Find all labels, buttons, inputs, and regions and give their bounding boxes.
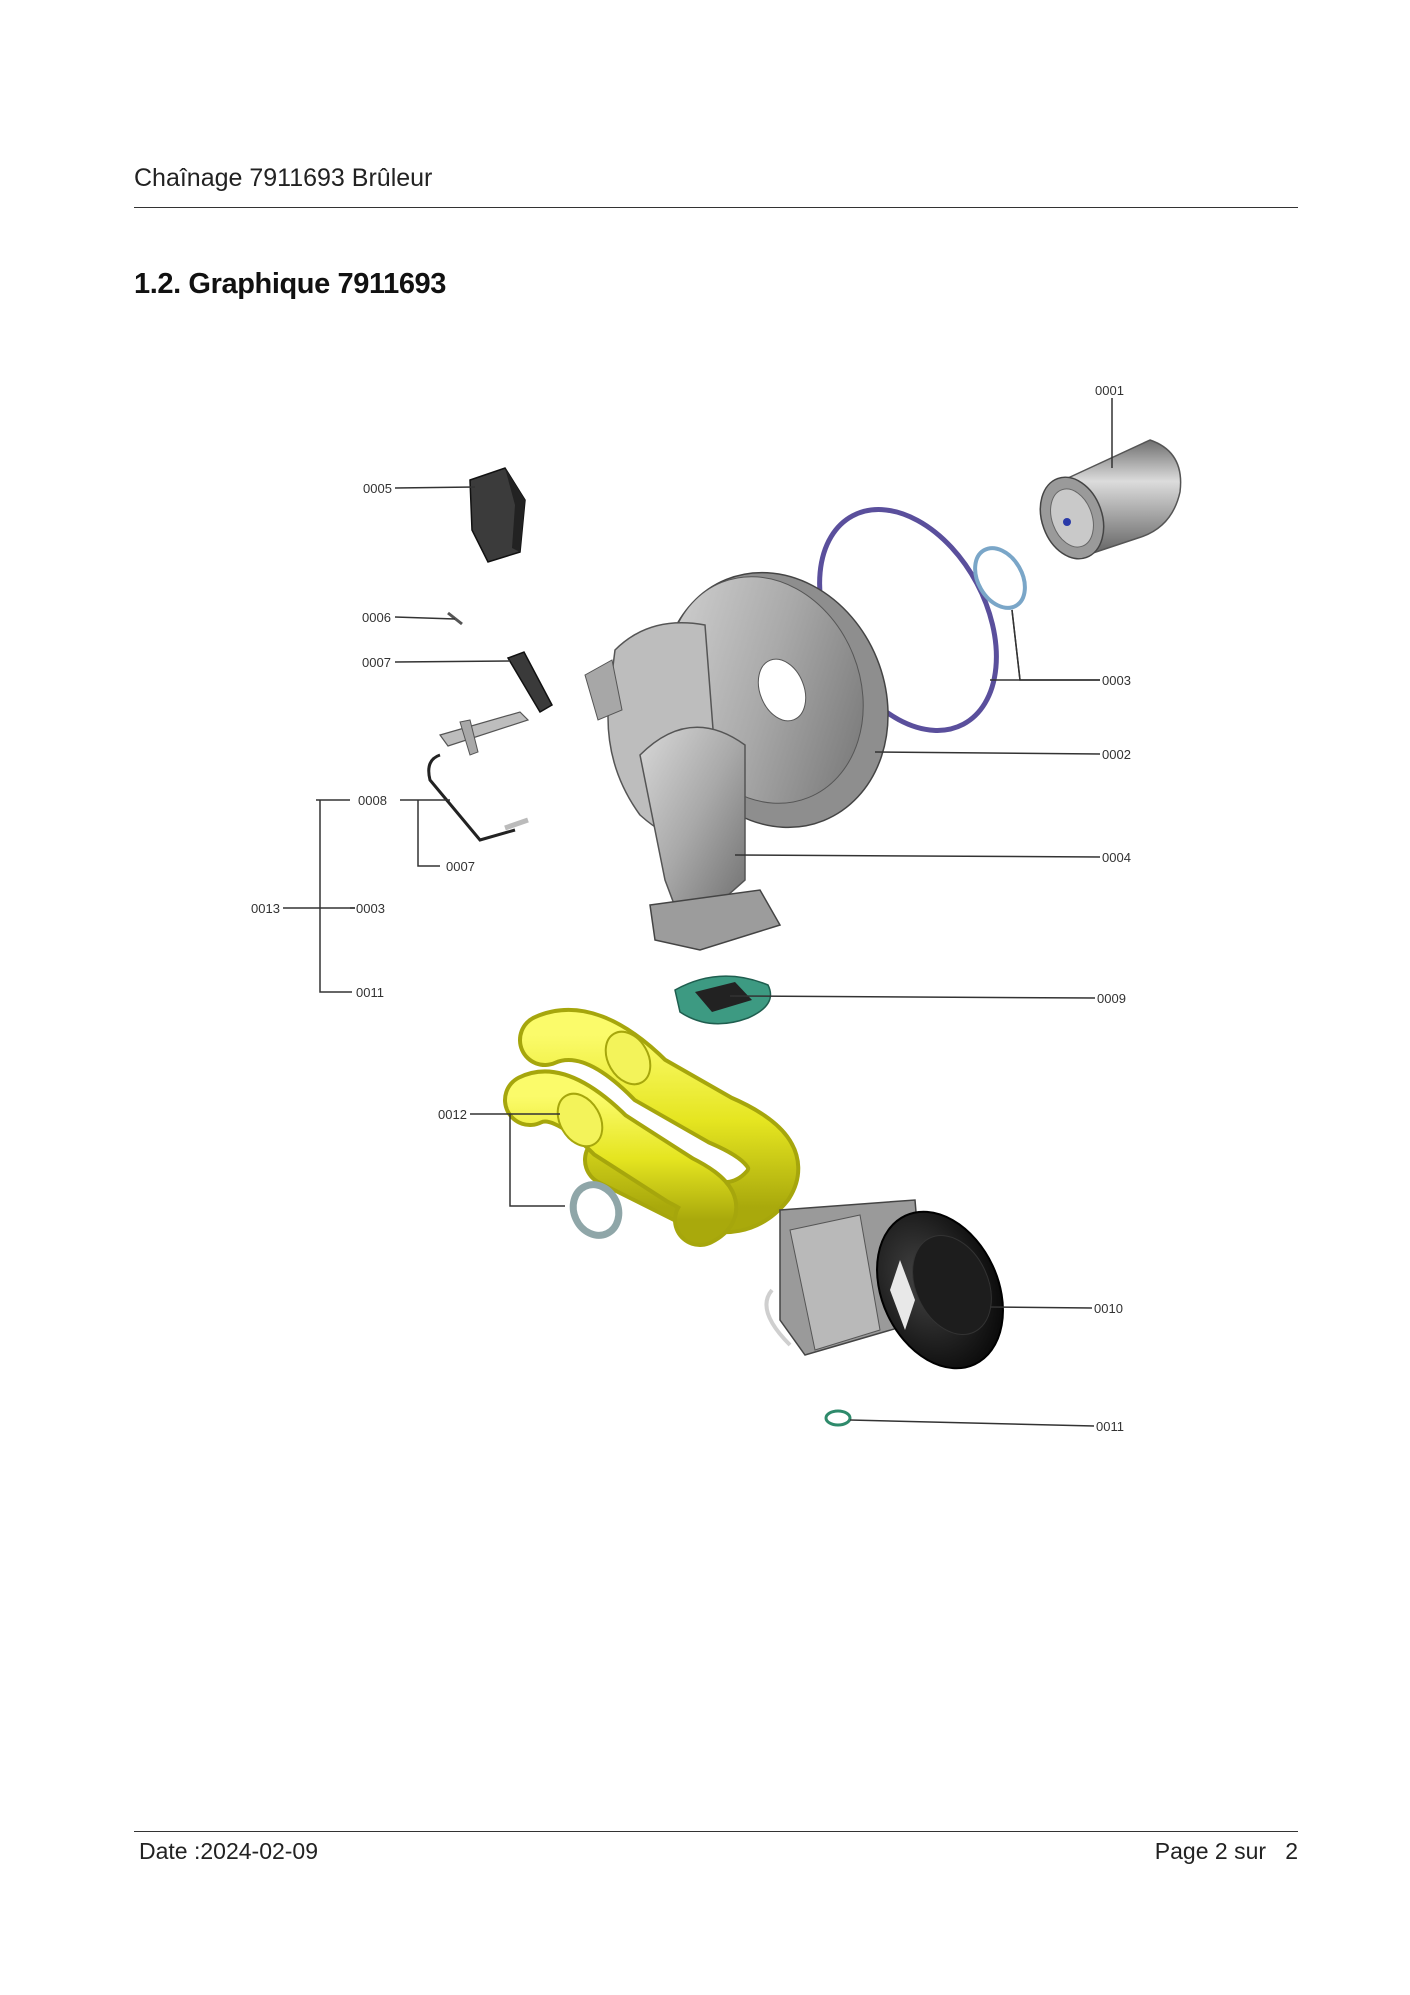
callout-0002: 0002 (1102, 747, 1131, 762)
callout-0006: 0006 (362, 610, 391, 625)
part-0002-0004-housing (584, 571, 889, 951)
callout-0003: 0003 (1102, 673, 1131, 688)
callout-0011: 0011 (1096, 1419, 1124, 1434)
callout-0012: 0012 (438, 1107, 467, 1122)
part-0009-seal (674, 975, 772, 1025)
footer-page-number: Page 2 sur 2 (1154, 1838, 1298, 1864)
footer-divider (134, 1831, 1298, 1832)
part-0010-fan-motor (764, 1199, 1004, 1370)
callout-0010: 0010 (1094, 1301, 1123, 1316)
section-title: 1.2. Graphique 7911693 (134, 268, 446, 300)
header-divider (134, 207, 1298, 208)
callout-0008: 0008 (358, 793, 387, 808)
footer-date: Date :2024-02-09 (139, 1838, 319, 1864)
callout-0003-group: 0003 (356, 901, 385, 916)
callout-0009: 0009 (1097, 991, 1126, 1006)
part-0005-transformer (469, 467, 526, 563)
callout-0011-group: 0011 (356, 985, 384, 1000)
part-0011-o-ring (824, 1409, 852, 1427)
part-0008-electrodes (427, 711, 530, 842)
page-header-title: Chaînage 7911693 Brûleur (134, 164, 433, 192)
part-0007-bracket (506, 651, 553, 714)
callout-0007-upper: 0007 (362, 655, 391, 670)
callout-0013: 0013 (251, 901, 280, 916)
callout-0004: 0004 (1102, 850, 1131, 865)
leader-lines (283, 398, 1113, 1427)
callout-0007-lower: 0007 (446, 859, 475, 874)
part-0012-tubes (503, 1008, 801, 1247)
part-0001-cylinder (1039, 439, 1182, 560)
callout-0005: 0005 (363, 481, 392, 496)
callout-0001: 0001 (1095, 383, 1124, 398)
